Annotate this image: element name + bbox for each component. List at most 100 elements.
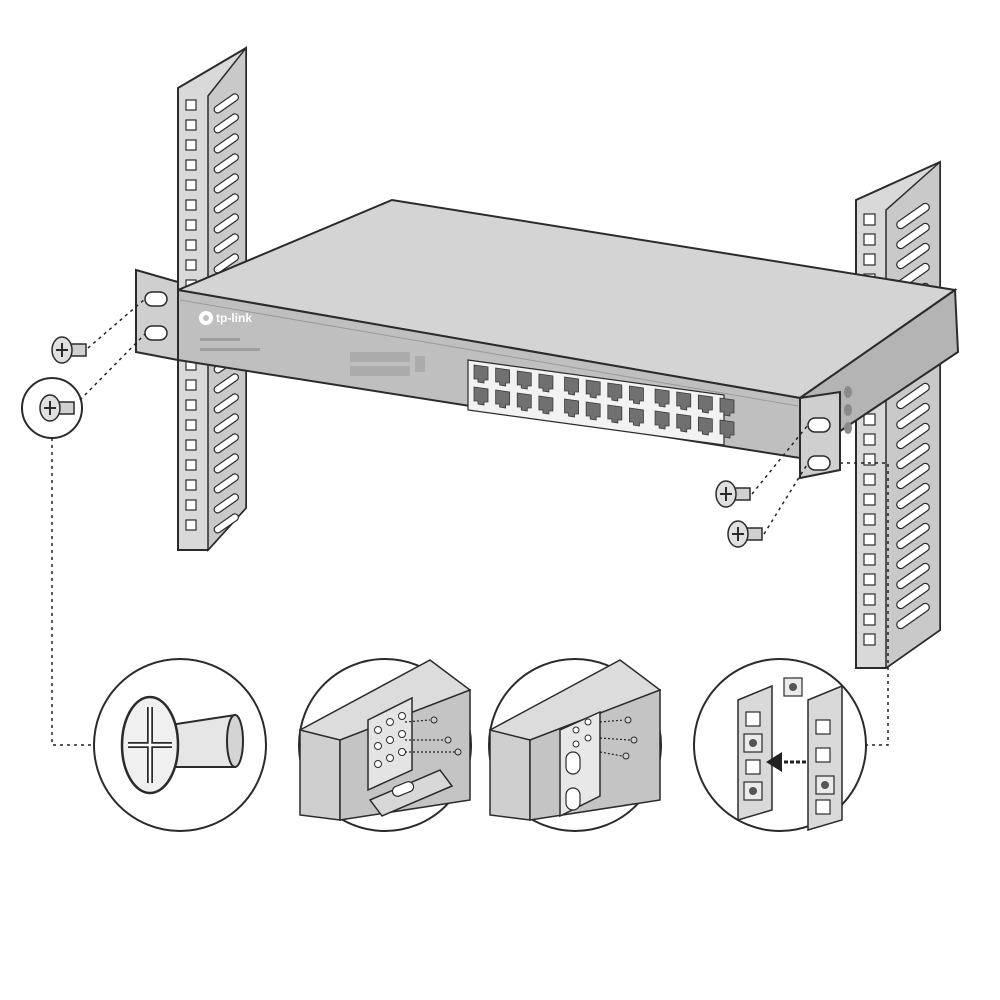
rail-slot <box>896 402 930 430</box>
model-label <box>200 338 425 376</box>
rail-slot <box>896 222 930 250</box>
right-mounting-bracket <box>799 390 841 480</box>
rail-hole <box>863 513 876 526</box>
ethernet-port <box>719 397 735 417</box>
ethernet-port <box>697 416 713 436</box>
rail-hole <box>185 139 197 151</box>
rail-hole <box>185 159 197 171</box>
ethernet-port <box>585 379 601 399</box>
ethernet-port <box>697 394 713 414</box>
rail-slot <box>896 382 930 410</box>
rail-hole <box>863 613 876 626</box>
ethernet-port <box>473 364 489 384</box>
detail-screw-closeup <box>93 658 267 832</box>
rail-hole <box>185 99 197 111</box>
rail-hole <box>185 419 197 431</box>
ethernet-port <box>629 407 644 427</box>
rail-slot <box>213 493 239 514</box>
rail-hole <box>185 199 197 211</box>
rail-slot <box>896 242 930 270</box>
rail-slot <box>213 153 239 174</box>
ethernet-port <box>629 385 644 405</box>
rail-hole <box>863 493 876 506</box>
rail-slot <box>896 422 930 450</box>
rail-hole <box>185 259 197 271</box>
rail-slot <box>213 193 239 214</box>
rail-hole <box>185 479 197 491</box>
brand-logo-text: tp-link <box>216 311 252 325</box>
ethernet-port <box>607 382 623 402</box>
rail-hole <box>863 453 876 466</box>
rail-hole <box>185 399 197 411</box>
bracket-slot <box>144 291 168 307</box>
rail-slot <box>896 202 930 230</box>
rail-hole <box>863 553 876 566</box>
rail-slot <box>213 513 239 534</box>
ethernet-port <box>564 376 579 396</box>
rail-slot <box>213 373 239 394</box>
rail-hole <box>185 459 197 471</box>
rail-slot <box>213 133 239 154</box>
ethernet-port <box>654 410 670 430</box>
rail-hole <box>863 413 876 426</box>
ethernet-port <box>473 386 489 406</box>
rail-slot <box>896 502 930 530</box>
insert-arrow-icon <box>766 752 806 772</box>
bracket-slot <box>144 325 168 341</box>
rail-slot <box>213 213 239 234</box>
rail-hole <box>185 179 197 191</box>
rail-slot <box>896 562 930 590</box>
bracket-slot <box>807 417 831 433</box>
rail-slot <box>896 522 930 550</box>
rail-slot <box>896 542 930 570</box>
rail-slot <box>896 582 930 610</box>
rail-hole <box>185 119 197 131</box>
rail-slot <box>896 462 930 490</box>
rail-slot <box>213 113 239 134</box>
ethernet-port <box>495 367 511 387</box>
rail-hole <box>185 519 197 531</box>
screw-icon <box>727 520 763 548</box>
rail-hole <box>863 213 876 226</box>
rail-hole <box>863 573 876 586</box>
screw-icon <box>51 336 87 364</box>
side-vents <box>844 386 852 434</box>
ethernet-port <box>538 373 554 393</box>
screw-highlight-circle <box>21 377 83 439</box>
rail-slot <box>213 253 239 274</box>
ethernet-port <box>607 404 623 424</box>
brand-logo: tp-link <box>199 311 252 325</box>
ethernet-port <box>495 389 511 409</box>
rail-hole <box>185 499 197 511</box>
rail-slot <box>213 93 239 114</box>
ethernet-port <box>516 370 532 390</box>
rail-slot <box>896 482 930 510</box>
screw-icon <box>715 480 751 508</box>
ethernet-port <box>676 413 692 433</box>
ethernet-port <box>676 391 692 411</box>
detail-cage-nut-install <box>693 658 867 832</box>
detail-bracket-attach-step2 <box>488 658 662 832</box>
rail-hole <box>863 633 876 646</box>
ethernet-port <box>585 401 601 421</box>
dotted-guide-lines <box>51 298 889 746</box>
rail-hole <box>185 239 197 251</box>
rail-slot <box>896 602 930 630</box>
rail-hole <box>863 253 876 266</box>
rail-hole <box>185 219 197 231</box>
ethernet-ports <box>473 364 735 439</box>
rail-slot <box>213 473 239 494</box>
rail-hole <box>863 533 876 546</box>
ethernet-port <box>538 395 554 415</box>
rail-slot <box>213 233 239 254</box>
rail-slot <box>213 433 239 454</box>
bracket-slot <box>807 455 831 471</box>
rail-hole <box>863 473 876 486</box>
rail-hole <box>863 233 876 246</box>
rail-slot <box>213 413 239 434</box>
detail-bracket-attach-step1 <box>298 658 472 832</box>
left-mounting-bracket <box>135 268 179 362</box>
right-rack-rail <box>855 160 941 670</box>
rail-hole <box>863 433 876 446</box>
